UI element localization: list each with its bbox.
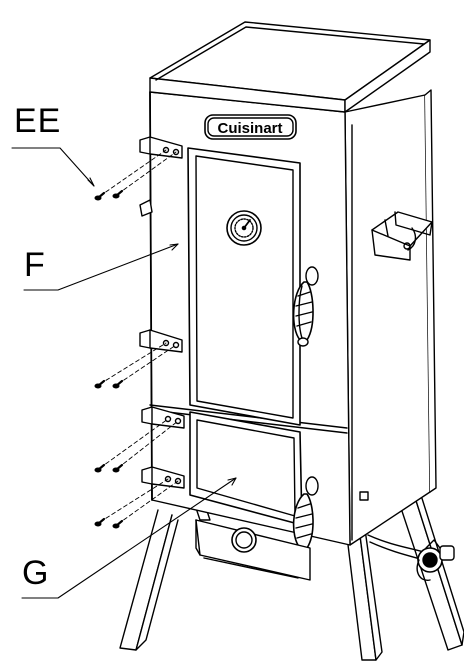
hinge-upper-middle[interactable] xyxy=(139,329,183,353)
cabinet-side-panel xyxy=(344,89,437,546)
bracket-tab xyxy=(139,199,153,217)
hinge-lower-middle[interactable] xyxy=(141,406,185,429)
screw-heads xyxy=(94,193,120,529)
thermometer-gauge xyxy=(226,210,262,246)
upper-door[interactable] xyxy=(187,147,301,426)
logo-text: Cuisinart xyxy=(217,120,282,137)
callout-label-g: G xyxy=(22,554,50,592)
callout-leader-g xyxy=(21,477,237,599)
leg-left-front xyxy=(119,509,179,651)
cabinet-top xyxy=(149,21,431,113)
screw-shanks xyxy=(96,189,124,528)
upper-door-handle[interactable] xyxy=(292,266,319,347)
callout-label-f: F xyxy=(24,246,46,284)
burner-assembly xyxy=(195,519,311,581)
callout-leader-ee xyxy=(11,147,95,187)
callout-leader-f xyxy=(23,243,179,291)
hinge-bottom[interactable] xyxy=(141,466,185,489)
gas-regulator[interactable] xyxy=(367,534,455,581)
screws-ee xyxy=(99,149,179,525)
hinge-top[interactable] xyxy=(139,136,183,159)
callout-label-ee: EE xyxy=(14,102,62,140)
cuisinart-logo: Cuisinart xyxy=(204,114,297,140)
leg-center xyxy=(344,519,383,661)
side-carry-handle[interactable] xyxy=(371,211,433,261)
